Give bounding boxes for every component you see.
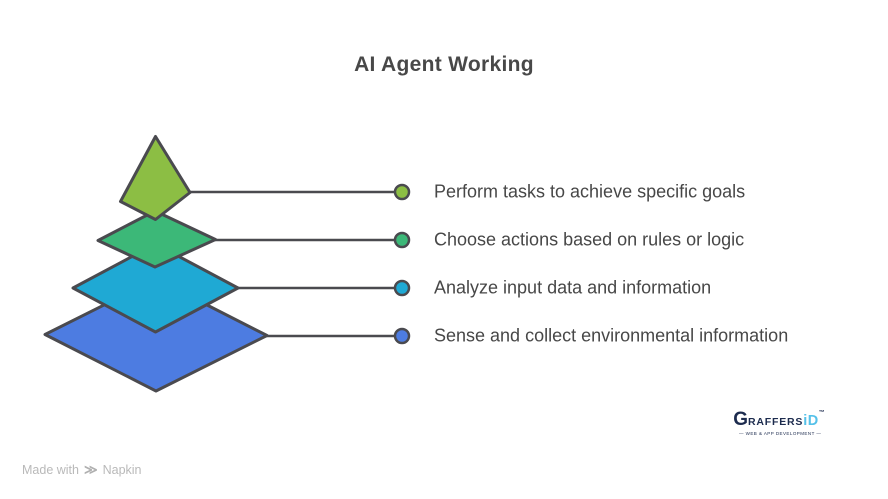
layer-label-decide: Choose actions based on rules or logic [434,229,745,250]
bullet-marker-3 [393,279,411,297]
watermark-brand: Napkin [102,463,142,477]
layer-label-analyze: Analyze input data and information [434,277,712,298]
layer-label-sense: Sense and collect environmental informat… [434,325,789,346]
pyramid-layer-act-shape [119,135,192,221]
pyramid-layer-analyze-shape [71,242,240,334]
pyramid-layer-sense-shape [43,277,269,393]
bullet-marker-2 [393,231,411,249]
napkin-logo-icon: ≫ [83,462,98,477]
logo-rest: RAFFERS [748,416,804,428]
pyramid-layer-decide-shape [96,209,217,269]
diagram-title: AI Agent Working [354,53,534,76]
watermark-prefix: Made with [22,463,79,477]
layer-label-act: Perform tasks to achieve specific goals [434,181,746,202]
made-with-napkin-link[interactable]: Made with ≫ Napkin [22,462,142,478]
bullet-marker-1 [393,183,411,201]
logo-initial: G [733,409,749,430]
logo-trademark: ™ [818,410,825,416]
graffersid-logo: G RAFFERS iD ™ — WEB & APP DEVELOPMENT — [733,410,824,436]
logo-suffix: iD [803,413,819,429]
bullet-marker-4 [393,327,411,345]
logo-tagline: — WEB & APP DEVELOPMENT — [739,431,822,436]
graffersid-wordmark: G RAFFERS iD ™ [733,410,824,429]
